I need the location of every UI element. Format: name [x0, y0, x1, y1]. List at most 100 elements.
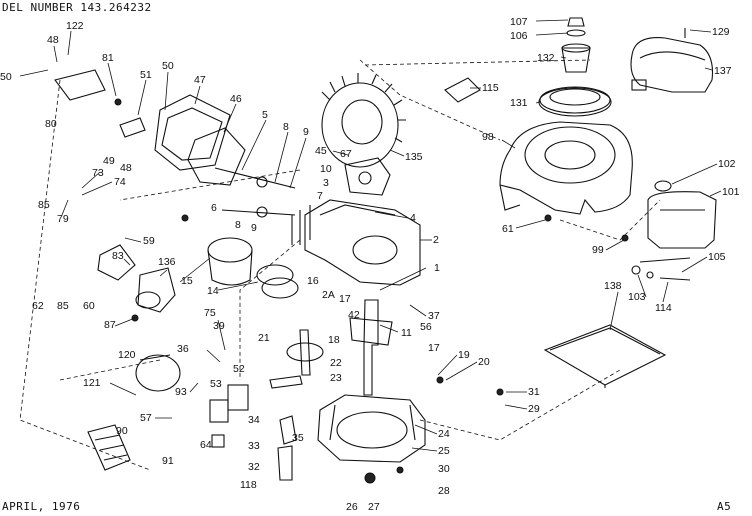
mounting-bracket-80: [54, 69, 106, 101]
label-25: 25: [438, 445, 450, 457]
label-6: 6: [211, 202, 217, 214]
label-45: 45: [315, 145, 327, 157]
leader-lines: [19, 19, 722, 452]
label-21: 21: [258, 332, 270, 344]
label-93: 93: [175, 386, 187, 398]
label-115: 115: [482, 82, 499, 94]
label-59: 59: [143, 235, 155, 247]
label-32: 32: [248, 461, 260, 473]
label-42: 42: [348, 309, 360, 321]
label-98: 98: [482, 131, 494, 143]
label-2a: 2A: [322, 289, 335, 301]
label-53: 53: [210, 378, 222, 390]
label-85-lower: 85: [57, 300, 69, 312]
label-131: 131: [510, 97, 528, 109]
label-9: 9: [303, 126, 309, 138]
label-36: 36: [177, 343, 189, 355]
bracket-53: [209, 399, 229, 448]
label-132: 132: [537, 52, 555, 64]
page-number: A5: [717, 500, 731, 513]
piston-15: [207, 237, 253, 286]
label-28: 28: [438, 485, 450, 497]
label-122: 122: [66, 20, 84, 32]
label-2: 2: [433, 234, 439, 246]
air-filter-90: [87, 424, 131, 471]
label-33: 33: [248, 440, 260, 452]
label-22: 22: [330, 357, 342, 369]
label-81: 81: [102, 52, 114, 64]
label-48: 48: [47, 34, 59, 46]
valves-group: [214, 167, 296, 218]
label-23: 23: [330, 372, 342, 384]
label-31: 31: [528, 386, 540, 398]
muffler-group: [631, 180, 717, 281]
label-87: 87: [104, 319, 116, 331]
blower-housing-group: [499, 121, 633, 215]
label-102: 102: [718, 158, 736, 170]
label-27: 27: [368, 501, 380, 513]
crankshaft-11: [349, 299, 393, 396]
label-19: 19: [458, 349, 470, 361]
label-29: 29: [528, 403, 540, 415]
spark-plug-51: [119, 117, 146, 138]
starter-gear-131: [538, 87, 612, 117]
label-51: 51: [140, 69, 152, 81]
governor-shaft-group: [269, 375, 303, 481]
intake-elbow-83: [97, 244, 136, 281]
crankcase-24: [317, 394, 426, 463]
label-37: 37: [428, 310, 440, 322]
label-47: 47: [194, 74, 206, 86]
label-138: 138: [604, 280, 622, 292]
label-121: 121: [83, 377, 101, 389]
label-35: 35: [292, 432, 304, 444]
assembly-guide-lines: [19, 59, 661, 471]
rotating-screen-group: [539, 17, 611, 114]
label-83: 83: [112, 250, 124, 262]
camshaft-22: [286, 329, 324, 376]
label-101: 101: [722, 186, 740, 198]
piston-rings-14: [256, 264, 299, 299]
label-1: 1: [434, 262, 440, 274]
label-120: 120: [118, 349, 136, 361]
label-17-lower: 17: [428, 342, 440, 354]
label-15: 15: [181, 275, 193, 287]
carburetor-136: [135, 267, 176, 313]
label-46: 46: [230, 93, 242, 105]
label-49: 49: [103, 155, 115, 167]
label-136: 136: [158, 256, 176, 268]
label-26: 26: [346, 501, 358, 513]
date-footer: APRIL, 1976: [2, 500, 80, 513]
label-30: 30: [438, 463, 450, 475]
label-56: 56: [420, 321, 432, 333]
label-103: 103: [628, 291, 646, 303]
label-114: 114: [655, 302, 672, 314]
label-80: 80: [45, 118, 57, 130]
label-18: 18: [328, 334, 340, 346]
label-135: 135: [405, 151, 423, 163]
label-5: 5: [262, 109, 268, 121]
label-34: 34: [248, 414, 260, 426]
flywheel-135: [321, 73, 406, 168]
label-50-left: 50: [0, 71, 12, 83]
label-129: 129: [712, 26, 730, 38]
label-67: 67: [340, 148, 352, 160]
label-52: 52: [233, 363, 245, 375]
label-73: 73: [92, 167, 104, 179]
label-3: 3: [323, 177, 329, 189]
label-20: 20: [478, 356, 490, 368]
label-50: 50: [162, 60, 174, 72]
label-8-lower: 8: [235, 219, 241, 231]
label-39: 39: [213, 320, 225, 332]
label-106: 106: [510, 30, 528, 42]
ignition-coil-67: [344, 157, 391, 196]
label-9-lower: 9: [251, 222, 257, 234]
label-57: 57: [140, 412, 152, 424]
label-75: 75: [204, 307, 216, 319]
label-91: 91: [162, 455, 174, 467]
label-79: 79: [57, 213, 69, 225]
fuel-tank-120: [135, 354, 181, 392]
label-64: 64: [200, 439, 212, 451]
head-gasket-46: [187, 127, 246, 186]
small-hardware: [114, 98, 629, 484]
gasket-set-138: [543, 324, 667, 388]
